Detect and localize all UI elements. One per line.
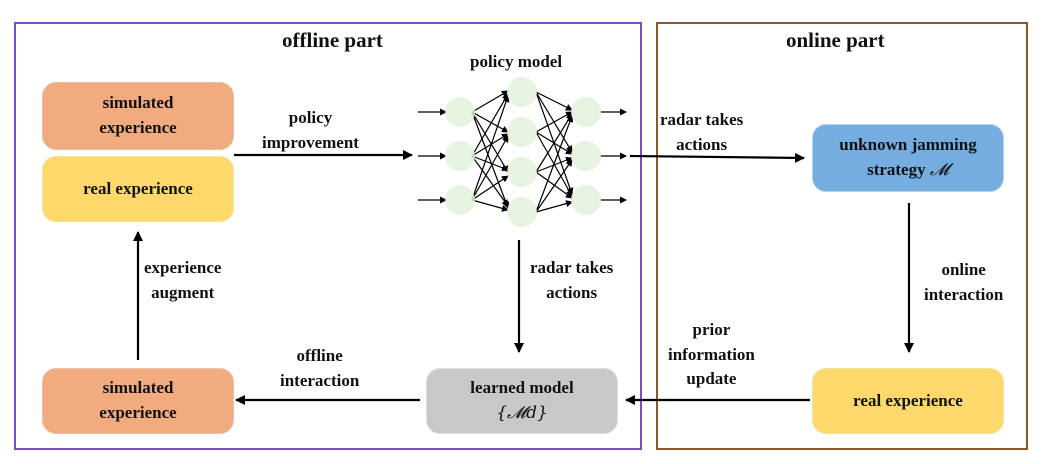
radar-mid-line1: radar takes: [530, 258, 614, 277]
neuron-output-1: [571, 97, 601, 127]
prior-information-update-label: prior information update: [668, 318, 755, 392]
simulated-experience-top-line2: experience: [99, 118, 177, 137]
neuron-hidden-1: [507, 77, 537, 107]
simulated-experience-bottom-line1: simulated: [102, 378, 174, 398]
online-interaction-label: online interaction: [924, 258, 1003, 307]
policy-model-title: policy model: [470, 52, 563, 71]
real-experience-left-label: real experience: [83, 178, 193, 198]
prior-line3: update: [686, 369, 737, 389]
policy-improvement-line1: policy: [288, 108, 333, 127]
neuron-hidden-4: [507, 197, 537, 227]
offline-part-panel: [14, 22, 642, 450]
jamming-line2: strategy: [867, 160, 926, 179]
radar-takes-actions-top-arrow: [629, 152, 805, 163]
real-experience-right-label: real experience: [853, 390, 963, 410]
neuron-hidden-2: [507, 117, 537, 147]
policy-improvement-line2: improvement: [262, 132, 359, 152]
jamming-symbol: 𝓜: [929, 160, 949, 180]
real-experience-left-box: real experience: [42, 156, 234, 222]
offline-interaction-line1: offline: [296, 346, 343, 365]
radar-takes-actions-mid-label: radar takes actions: [530, 256, 613, 305]
neuron-output-2: [571, 141, 601, 171]
prior-line2: information: [668, 344, 755, 364]
radar-top-line1: radar takes: [660, 110, 744, 129]
neuron-input-1: [445, 97, 475, 127]
online-interaction-line1: online: [941, 260, 986, 279]
radar-mid-line2: actions: [546, 282, 598, 302]
simulated-experience-top-box: simulated experience: [42, 82, 234, 150]
simulated-experience-bottom-line2: experience: [99, 403, 177, 422]
learned-model-box: learned model {𝓜d}: [426, 368, 618, 434]
real-experience-right-box: real experience: [812, 368, 1004, 434]
radar-takes-actions-top-label: radar takes actions: [660, 108, 743, 157]
simulated-experience-bottom-box: simulated experience: [42, 368, 234, 434]
online-interaction-line2: interaction: [924, 284, 1004, 304]
offline-interaction-label: offline interaction: [280, 344, 359, 393]
learned-model-label: learned model: [470, 378, 574, 398]
policy-improvement-label: policy improvement: [262, 106, 359, 155]
neuron-input-3: [445, 185, 475, 215]
online-part-panel: [656, 22, 1028, 450]
prior-line1: prior: [692, 320, 731, 339]
neuron-output-3: [571, 185, 601, 215]
unknown-jamming-strategy-box: unknown jamming strategy 𝓜: [812, 124, 1004, 192]
experience-augment-line1: experience: [144, 258, 222, 277]
neuron-input-2: [445, 141, 475, 171]
experience-augment-label: experience augment: [144, 256, 221, 305]
simulated-experience-top-line1: simulated: [102, 93, 174, 113]
learned-model-symbol: {𝓜d}: [496, 403, 548, 423]
radar-top-line2: actions: [676, 134, 728, 154]
offline-interaction-line2: interaction: [280, 370, 360, 390]
jamming-line1: unknown jamming: [839, 135, 977, 155]
experience-augment-line2: augment: [151, 282, 215, 302]
neuron-hidden-3: [507, 157, 537, 187]
online-part-title: online part: [786, 28, 885, 52]
offline-part-title: offline part: [282, 28, 383, 52]
policy-model-network: [418, 77, 627, 227]
